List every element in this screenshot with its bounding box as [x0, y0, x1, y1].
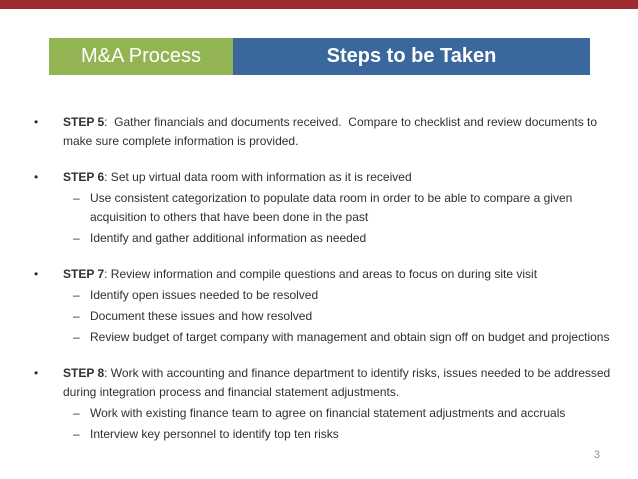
- step-block-6: • STEP 6: Set up virtual data room with …: [34, 168, 624, 248]
- dash-icon: –: [73, 330, 80, 344]
- sub-bullet-line: – Work with existing finance team to agr…: [73, 404, 624, 423]
- step-label: STEP 5: [63, 115, 105, 129]
- tab-steps-to-be-taken: Steps to be Taken: [233, 38, 590, 75]
- sub-bullet-text: Use consistent categorization to populat…: [90, 191, 576, 224]
- sub-bullet-line: – Document these issues and how resolved: [73, 307, 624, 326]
- step-block-8: • STEP 8: Work with accounting and finan…: [34, 364, 624, 444]
- sub-bullet-text: Interview key personnel to identify top …: [90, 427, 339, 441]
- step-body-text: : Review information and compile questio…: [104, 267, 538, 281]
- bullet-icon: •: [34, 366, 39, 380]
- step-label: STEP 6: [63, 170, 105, 184]
- top-accent-bar: [0, 0, 638, 9]
- dash-icon: –: [73, 406, 80, 420]
- dash-icon: –: [73, 191, 80, 205]
- tab-ma-process: M&A Process: [49, 38, 233, 75]
- bullet-icon: •: [34, 267, 39, 281]
- bullet-line: • STEP 5: Gather financials and document…: [34, 113, 624, 151]
- dash-icon: –: [73, 231, 80, 245]
- bullet-icon: •: [34, 115, 39, 129]
- step-text: STEP 8: Work with accounting and finance…: [63, 364, 624, 402]
- sub-bullet-line: – Interview key personnel to identify to…: [73, 425, 624, 444]
- step-text: STEP 6: Set up virtual data room with in…: [63, 168, 624, 187]
- step-body-text: : Set up virtual data room with informat…: [104, 170, 412, 184]
- tab-ma-process-label: M&A Process: [80, 45, 202, 67]
- step-text: STEP 5: Gather financials and documents …: [63, 113, 624, 151]
- sub-bullet-line: – Identify open issues needed to be reso…: [73, 286, 624, 305]
- sub-bullet-text: Identify and gather additional informati…: [90, 231, 367, 245]
- step-text: STEP 7: Review information and compile q…: [63, 265, 624, 284]
- step-body-text: : Work with accounting and finance depar…: [63, 366, 614, 399]
- step-block-5: • STEP 5: Gather financials and document…: [34, 113, 624, 151]
- dash-icon: –: [73, 288, 80, 302]
- header-tabs: M&A Process Steps to be Taken: [49, 38, 590, 75]
- sub-bullet-text: Document these issues and how resolved: [90, 309, 313, 323]
- slide-body: • STEP 5: Gather financials and document…: [34, 113, 624, 444]
- sub-bullet-text: Review budget of target company with man…: [90, 330, 610, 344]
- step-label: STEP 8: [63, 366, 105, 380]
- step-block-7: • STEP 7: Review information and compile…: [34, 265, 624, 347]
- bullet-icon: •: [34, 170, 39, 184]
- bullet-line: • STEP 6: Set up virtual data room with …: [34, 168, 624, 187]
- sub-bullet-line: – Identify and gather additional informa…: [73, 229, 624, 248]
- sub-bullet-text: Identify open issues needed to be resolv…: [90, 288, 319, 302]
- page-number: 3: [593, 449, 600, 461]
- step-body-text: : Gather financials and documents receiv…: [63, 115, 601, 148]
- dash-icon: –: [73, 427, 80, 441]
- dash-icon: –: [73, 309, 80, 323]
- sub-bullet-line: – Review budget of target company with m…: [73, 328, 624, 347]
- bullet-line: • STEP 8: Work with accounting and finan…: [34, 364, 624, 402]
- sub-bullet-text: Work with existing finance team to agree…: [90, 406, 566, 420]
- tab-steps-to-be-taken-label: Steps to be Taken: [326, 45, 497, 67]
- sub-bullet-line: – Use consistent categorization to popul…: [73, 189, 624, 227]
- bullet-line: • STEP 7: Review information and compile…: [34, 265, 624, 284]
- step-label: STEP 7: [63, 267, 105, 281]
